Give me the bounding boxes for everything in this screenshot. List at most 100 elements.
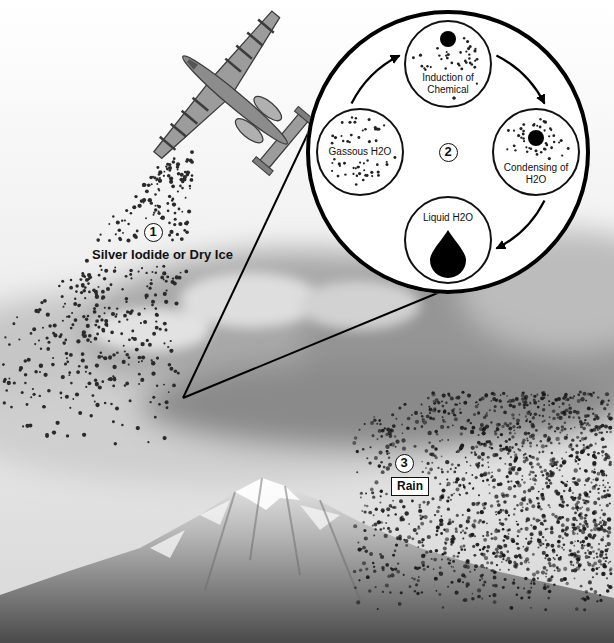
rain-drop <box>586 507 590 511</box>
seed-particle <box>66 360 69 363</box>
seed-particle <box>110 283 113 286</box>
seed-particle <box>58 285 61 288</box>
rain-drop <box>512 581 516 585</box>
rain-drop <box>402 432 404 434</box>
rain-drop <box>357 547 361 551</box>
rain-drop <box>580 432 583 435</box>
rain-drop <box>508 399 512 403</box>
seed-particle <box>125 301 127 303</box>
rain-drop <box>601 495 605 499</box>
seed-particle <box>115 406 119 410</box>
seed-particle <box>141 267 143 269</box>
rain-drop <box>362 448 365 451</box>
rain-drop <box>518 425 521 428</box>
rain-drop <box>457 579 461 583</box>
seed-particle <box>146 339 149 342</box>
rain-drop <box>525 509 527 511</box>
rain-drop <box>453 555 456 558</box>
rain-drop <box>429 550 432 553</box>
seed-particle <box>95 403 99 407</box>
seed-particle <box>64 339 67 342</box>
rain-drop <box>591 408 593 410</box>
rain-drop <box>386 507 390 511</box>
rain-drop <box>545 477 548 480</box>
rain-drop <box>537 505 541 509</box>
callout-number: 2 <box>439 143 458 162</box>
rain-drop <box>585 478 589 482</box>
rain-drop <box>427 471 430 474</box>
rain-drop <box>372 525 374 527</box>
seed-particle <box>85 259 89 263</box>
seed-particle <box>108 355 112 359</box>
rain-drop <box>517 547 520 550</box>
seed-particle <box>112 375 114 377</box>
seed-particle <box>100 318 103 321</box>
rain-drop <box>437 410 440 413</box>
rain-drop <box>543 404 545 406</box>
seed-particle <box>81 358 85 362</box>
rain-drop <box>379 423 381 425</box>
rain-drop <box>574 459 576 461</box>
seed-particle <box>155 320 157 322</box>
rain-drop <box>492 480 494 482</box>
seed-particle <box>157 212 160 215</box>
rain-drop <box>460 532 462 534</box>
vapour-dot <box>446 51 448 53</box>
seed-particle <box>191 174 194 177</box>
rain-drop <box>515 397 519 401</box>
rain-drop <box>519 502 523 506</box>
rain-drop <box>500 394 502 396</box>
rain-drop <box>486 561 489 564</box>
rain-drop <box>391 568 394 571</box>
rain-drop <box>452 537 456 541</box>
rain-drop <box>530 532 534 536</box>
rain-drop <box>556 554 558 556</box>
rain-drop <box>597 472 601 476</box>
rain-drop <box>493 600 497 604</box>
rain-drop <box>506 424 510 428</box>
rain-drop <box>482 502 486 506</box>
seed-particle <box>104 269 108 273</box>
rain-drop <box>483 507 486 510</box>
rain-drop <box>476 401 478 403</box>
rain-drop <box>475 405 479 409</box>
rain-drop <box>521 475 523 477</box>
seed-particle <box>82 315 85 318</box>
seed-particle <box>129 273 132 276</box>
seed-particle <box>123 314 127 318</box>
rain-drop <box>529 420 532 423</box>
rain-drop <box>456 488 460 492</box>
rain-drop <box>479 579 481 581</box>
seed-particle <box>8 378 10 380</box>
cloud <box>90 308 210 352</box>
rain-drop <box>572 564 574 566</box>
rain-drop <box>537 406 540 409</box>
rain-drop <box>464 531 467 534</box>
rain-drop <box>528 562 530 564</box>
rain-drop <box>495 554 499 558</box>
seed-particle <box>52 357 54 359</box>
rain-drop <box>499 448 503 452</box>
rain-drop <box>529 455 532 458</box>
rain-drop <box>604 445 607 448</box>
rain-drop <box>599 526 603 530</box>
rain-drop <box>603 407 606 410</box>
rain-drop <box>395 440 399 444</box>
rain-drop <box>422 564 425 567</box>
rain-drop <box>591 470 594 473</box>
rain-drop <box>533 395 536 398</box>
seed-particle <box>101 328 105 332</box>
seed-particle <box>171 239 174 242</box>
rain-drop <box>540 508 543 511</box>
rain-drop <box>568 404 570 406</box>
seed-particle <box>112 420 115 423</box>
rain-drop <box>547 437 551 441</box>
seed-particle <box>101 290 105 294</box>
seed-particle <box>32 327 36 331</box>
seed-particle <box>113 378 117 382</box>
seed-particle <box>75 392 79 396</box>
seed-particle <box>116 307 118 309</box>
seed-particle <box>144 308 146 310</box>
rain-drop <box>449 559 451 561</box>
seed-particle <box>163 436 167 440</box>
